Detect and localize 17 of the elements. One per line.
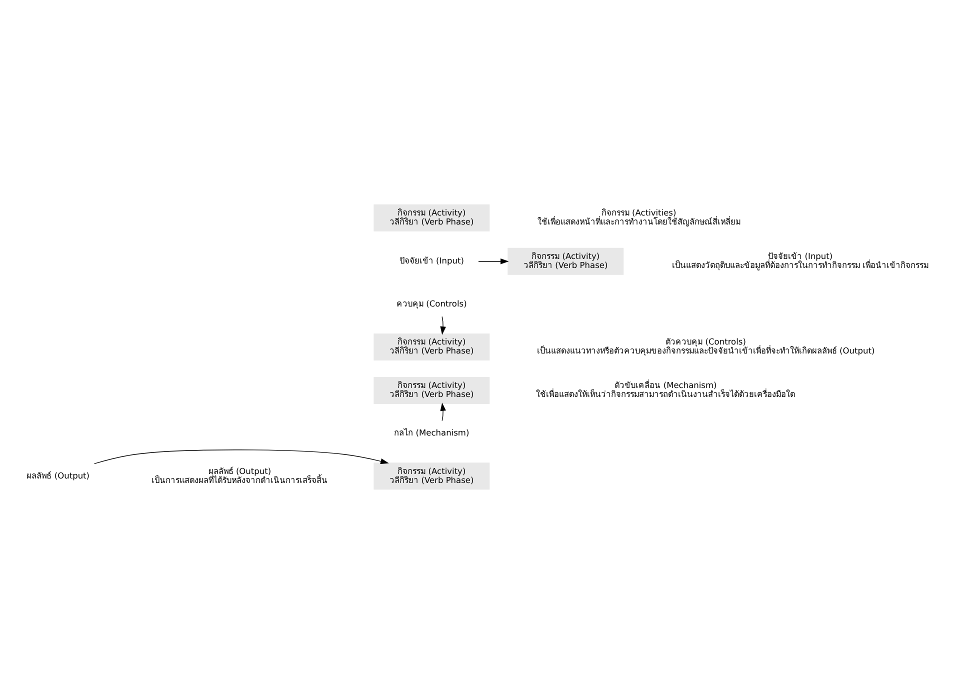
node-box: กิจกรรม (Activity) วลีกิริยา (Verb Phase): [374, 462, 490, 490]
node-box: กิจกรรม (Activity) วลีกิริยา (Verb Phase): [374, 333, 490, 360]
node-box: กิจกรรม (Activity) วลีกิริยา (Verb Phase): [374, 376, 490, 404]
arrow: [478, 258, 509, 264]
arrow: [94, 449, 389, 464]
label: กิจกรรม (Activities) ใช้เพื่อแสดงหน้าที่และการทำงานโดยใช้สัญลักษณ์สี่เหลี่ยม: [537, 207, 740, 226]
node-text: ควบคุม (Controls): [396, 298, 467, 308]
node-text: กลไก (Mechanism): [394, 426, 470, 437]
arrow: [440, 316, 446, 334]
label: ผลลัพธ์ (Output) เป็นการแสดงผลที่ได้รับหลังจากดำเนินการเสร็จสิ้น: [152, 465, 328, 484]
node-box: กิจกรรม (Activity) วลีกิริยา (Verb Phase): [508, 247, 624, 274]
node-text: ผลลัพธ์ (Output): [26, 470, 90, 480]
label: ตัวขับเคลื่อน (Mechanism) ใช้เพื่อแสดงให้เห็นว่ากิจกรรมสามารถดำเนินงานสำเร็จได้ด้วยเครื่องมือใด: [536, 380, 796, 399]
arrow: [440, 402, 446, 421]
label: ตัวควบคุม (Controls) เป็นแสดงแนวทางหรือตัวควบคุมของกิจกรรมและปัจจัยนำเข้าเพื่อที่จะทำให้เกิดผลลัพธ์ (Output): [536, 336, 875, 356]
node-text: ปัจจัยเข้า (Input): [399, 255, 464, 266]
label: ปัจจัยเข้า (Input) เป็นแสดงวัตถุดิบและข้อมูลที่ต้องการในการทำกิจกรรม เพื่อนำเข้ากิจกรรม: [672, 250, 929, 270]
